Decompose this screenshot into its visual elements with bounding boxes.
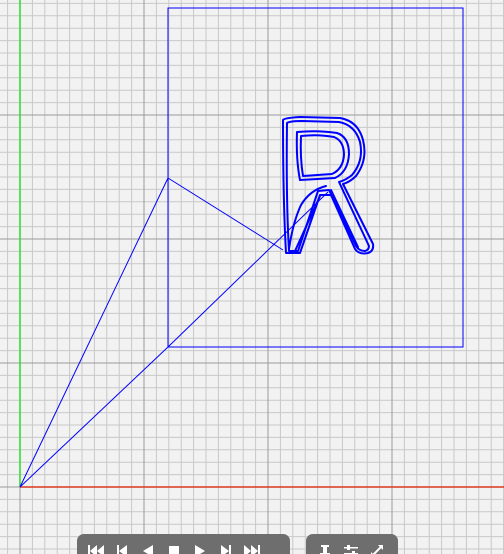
letter-r-outline — [282, 116, 375, 255]
letter-r-outline-copy — [285, 120, 370, 252]
play-reverse-button[interactable] — [137, 544, 159, 554]
letter-r-inner-stroke — [294, 189, 359, 252]
sliders-icon — [344, 545, 358, 554]
frustum-edge — [19, 346, 169, 488]
step-forward-icon — [221, 545, 231, 554]
step-back-button[interactable] — [111, 544, 133, 554]
skip-to-start-button[interactable] — [85, 544, 107, 554]
pin-button[interactable] — [314, 544, 336, 554]
letter-r-inner-stroke — [288, 185, 327, 250]
expand-icon — [371, 545, 383, 554]
skip-to-start-icon — [88, 545, 104, 554]
play-button[interactable] — [189, 544, 211, 554]
step-back-icon — [117, 545, 127, 554]
skip-to-end-button[interactable] — [241, 544, 263, 554]
frustum-edge — [167, 177, 284, 251]
play-reverse-icon — [143, 545, 153, 554]
letter-r-object[interactable] — [282, 116, 375, 255]
play-icon — [195, 545, 205, 554]
settings-button[interactable] — [340, 544, 362, 554]
playback-toolbar — [77, 534, 290, 554]
step-forward-button[interactable] — [215, 544, 237, 554]
stop-icon — [169, 546, 179, 554]
frustum-edge — [19, 177, 169, 488]
letter-r-counter — [295, 130, 350, 181]
camera-frustum — [19, 7, 464, 488]
stop-button[interactable] — [163, 544, 185, 554]
letter-r-counter-copy — [299, 134, 345, 177]
frustum-edge — [167, 191, 329, 348]
skip-to-end-icon — [244, 545, 260, 554]
pin-icon — [320, 545, 330, 554]
expand-button[interactable] — [366, 544, 388, 554]
frustum-far-plane — [167, 7, 464, 348]
view-toolbar — [306, 534, 398, 554]
